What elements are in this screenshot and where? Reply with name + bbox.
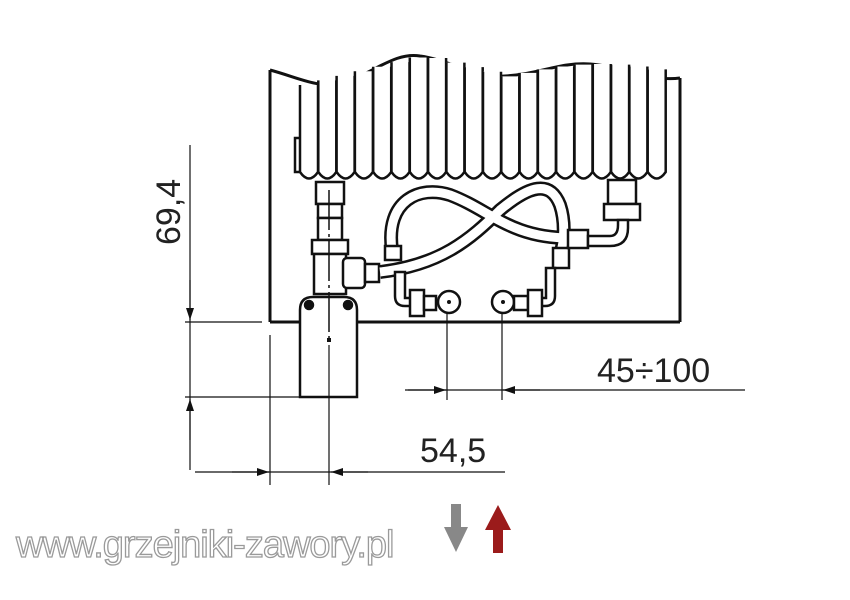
radiator-fin — [573, 64, 594, 180]
radiator-fin — [591, 64, 613, 180]
offset-dimension-label: 54,5 — [420, 432, 486, 470]
radiator-fin — [426, 58, 448, 180]
spacing-dimension-label: 45÷100 — [597, 352, 710, 390]
watermark: www.grzejniki-zawory.pl — [15, 524, 394, 566]
radiator-fin — [317, 80, 338, 180]
left-connection — [298, 180, 381, 399]
radiator-fin — [628, 66, 649, 180]
radiator-fin — [298, 85, 320, 180]
radiator-fin — [536, 69, 558, 180]
radiator-fin — [445, 62, 466, 180]
radiator-fin — [518, 72, 539, 180]
height-dimension-label: 69,4 — [150, 179, 188, 245]
radiator-fin — [353, 71, 375, 180]
radiator-fin — [390, 62, 411, 180]
radiator-fin — [408, 57, 430, 180]
radiator-fin — [481, 71, 503, 180]
radiator-fin — [500, 76, 521, 180]
radiator-fins — [293, 57, 667, 180]
return-flow-arrow-icon — [485, 505, 511, 553]
radiator-fin — [371, 66, 393, 180]
radiator-fin — [463, 67, 484, 180]
radiator-fin — [646, 69, 667, 180]
dimension-lines — [185, 145, 745, 485]
radiator-fin — [554, 66, 576, 180]
radiator-fin — [609, 64, 631, 180]
supply-flow-arrow-icon — [444, 504, 468, 552]
radiator-fin — [335, 75, 356, 180]
